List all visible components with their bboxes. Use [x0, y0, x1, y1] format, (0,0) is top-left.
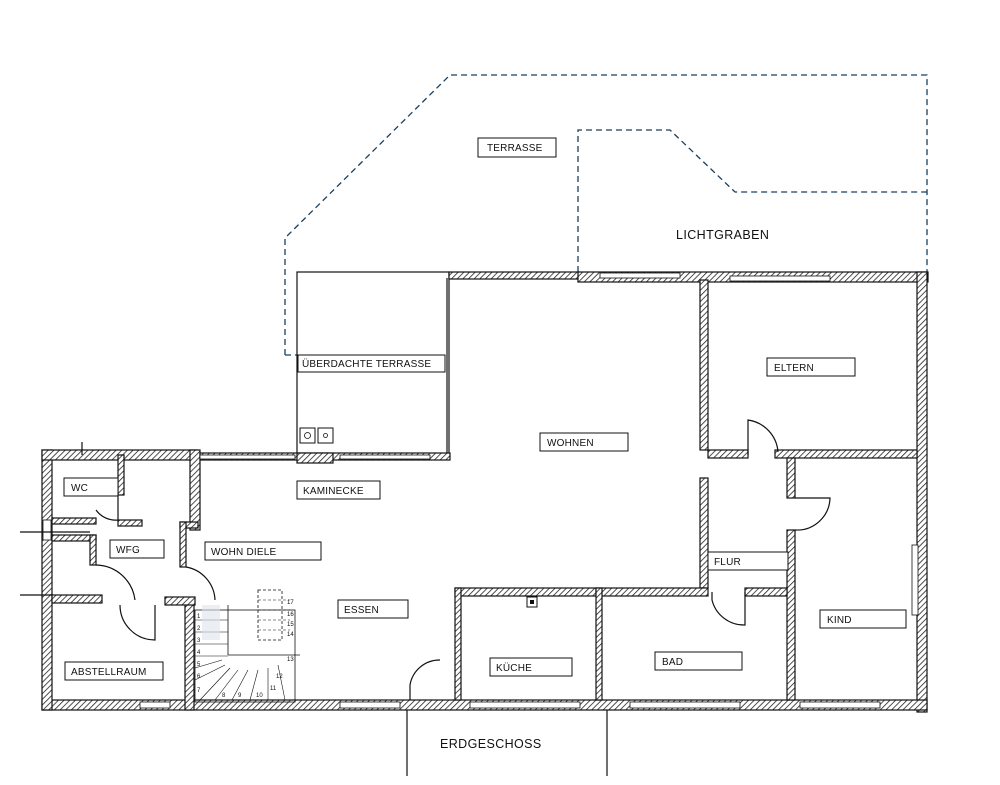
stair-step-number: 10	[256, 693, 263, 699]
label-kaminecke: KAMINECKE	[303, 486, 364, 497]
label-eltern: ELTERN	[774, 363, 814, 374]
stair-step-number: 5	[197, 662, 201, 668]
label-lichtgraben: LICHTGRABEN	[676, 228, 769, 242]
label-ueberdachte-terrasse: ÜBERDACHTE TERRASSE	[302, 358, 431, 370]
doors	[20, 419, 831, 700]
stair-step-number: 7	[197, 688, 201, 694]
windows	[42, 272, 919, 709]
label-flur: FLUR	[714, 557, 741, 568]
label-erdgeschoss: ERDGESCHOSS	[440, 737, 542, 751]
stair-step-number: 8	[222, 693, 226, 699]
label-kind: KIND	[827, 615, 852, 626]
stair-step-number: 14	[287, 632, 294, 638]
label-wohnen: WOHNEN	[547, 438, 594, 449]
terrasse-outline	[284, 74, 928, 355]
lichtgraben-outline	[577, 129, 927, 272]
label-kueche: KÜCHE	[496, 662, 532, 674]
stair-step-number: 16	[287, 612, 294, 618]
stair-step-number: 4	[197, 650, 201, 656]
stair-step-number: 9	[238, 693, 242, 699]
label-terrasse: TERRASSE	[487, 143, 543, 154]
label-abstellraum: ABSTELLRAUM	[71, 667, 147, 678]
stair-step-number: 13	[287, 657, 294, 663]
stair-step-number: 11	[270, 686, 277, 692]
stair-step-number: 12	[276, 674, 283, 680]
room-labels: TERRASSE LICHTGRABEN ÜBERDACHTE TERRASSE…	[63, 137, 907, 751]
stair-step-number: 3	[197, 638, 201, 644]
stair-step-number: 17	[287, 600, 294, 606]
label-wohn-diele: WOHN DIELE	[211, 547, 276, 558]
label-wfg: WFG	[116, 545, 140, 556]
interior-walls	[51, 279, 918, 701]
stair-step-number: 1	[197, 614, 201, 620]
stair-step-number: 15	[287, 622, 294, 628]
label-bad: BAD	[662, 657, 683, 668]
stair-step-number: 6	[197, 674, 201, 680]
stair-step-number: 2	[197, 626, 201, 632]
kueche-appliance-inner	[530, 600, 534, 604]
label-wc: WC	[71, 483, 88, 494]
label-essen: ESSEN	[344, 605, 379, 616]
